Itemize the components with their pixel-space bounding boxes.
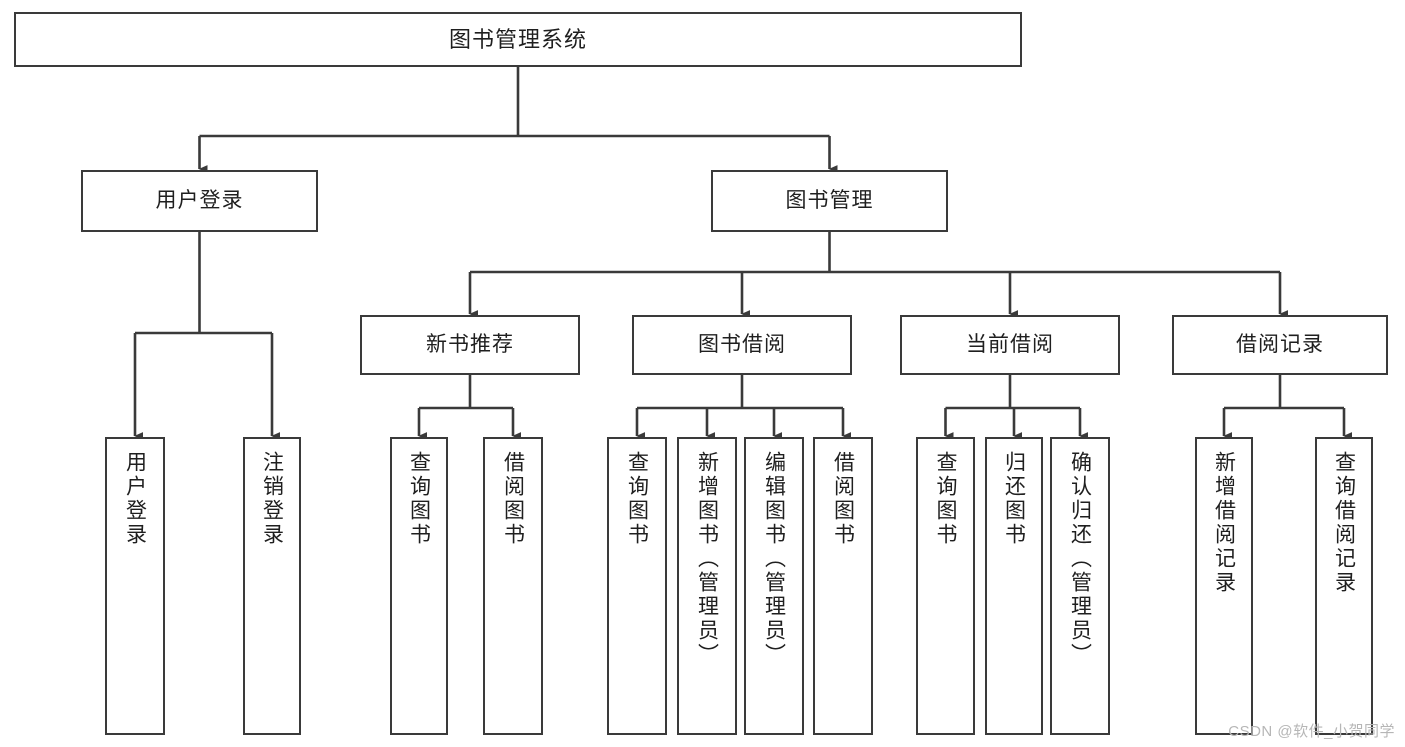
- node-label-root: 图书管理系统: [448, 26, 587, 52]
- connector-paths: [133, 67, 1353, 440]
- node-leaf-bb-query[interactable]: 查询图书: [607, 437, 667, 735]
- watermark-text: CSDN @软件_小贺同学: [1228, 723, 1395, 740]
- node-label-borrow-record: 借阅记录: [1236, 332, 1324, 356]
- node-leaf-rec-borrow[interactable]: 借阅图书: [483, 437, 543, 735]
- node-leaf-br-query[interactable]: 查询借阅记录: [1315, 437, 1373, 735]
- node-leaf-bb-borrow[interactable]: 借阅图书: [813, 437, 873, 735]
- node-label-leaf-user-logout: 注销登录: [260, 451, 284, 547]
- node-label-leaf-bb-edit: 编辑图书（管理员）: [762, 451, 786, 667]
- node-label-book-manage: 图书管理: [785, 188, 874, 212]
- node-leaf-bb-add[interactable]: 新增图书（管理员）: [677, 437, 737, 735]
- node-leaf-br-add[interactable]: 新增借阅记录: [1195, 437, 1253, 735]
- node-leaf-cb-confirm[interactable]: 确认归还（管理员）: [1050, 437, 1110, 735]
- node-leaf-cb-query[interactable]: 查询图书: [916, 437, 975, 735]
- node-label-leaf-br-add: 新增借阅记录: [1212, 451, 1236, 595]
- node-current-borrow[interactable]: 当前借阅: [900, 315, 1120, 375]
- node-borrow-record[interactable]: 借阅记录: [1172, 315, 1388, 375]
- node-new-book-rec[interactable]: 新书推荐: [360, 315, 580, 375]
- node-leaf-bb-edit[interactable]: 编辑图书（管理员）: [744, 437, 804, 735]
- node-label-leaf-bb-borrow: 借阅图书: [831, 451, 855, 547]
- node-leaf-user-logout[interactable]: 注销登录: [243, 437, 301, 735]
- node-leaf-rec-query[interactable]: 查询图书: [390, 437, 448, 735]
- node-book-manage[interactable]: 图书管理: [711, 170, 948, 232]
- node-label-leaf-bb-query: 查询图书: [625, 451, 649, 547]
- node-label-leaf-rec-query: 查询图书: [407, 451, 431, 547]
- node-leaf-user-login[interactable]: 用户登录: [105, 437, 165, 735]
- node-label-leaf-cb-return: 归还图书: [1002, 451, 1026, 547]
- node-label-leaf-rec-borrow: 借阅图书: [501, 451, 525, 547]
- node-label-user-login: 用户登录: [155, 188, 244, 212]
- node-book-borrow[interactable]: 图书借阅: [632, 315, 852, 375]
- node-label-leaf-cb-query: 查询图书: [934, 451, 957, 547]
- node-user-login[interactable]: 用户登录: [81, 170, 318, 232]
- node-label-leaf-user-login: 用户登录: [123, 451, 147, 547]
- node-leaf-cb-return[interactable]: 归还图书: [985, 437, 1043, 735]
- node-label-leaf-cb-confirm: 确认归还（管理员）: [1068, 451, 1092, 667]
- node-label-book-borrow: 图书借阅: [698, 332, 786, 356]
- node-label-new-book-rec: 新书推荐: [426, 332, 514, 356]
- node-root[interactable]: 图书管理系统: [14, 12, 1022, 67]
- node-label-current-borrow: 当前借阅: [966, 332, 1054, 356]
- node-label-leaf-bb-add: 新增图书（管理员）: [695, 451, 719, 667]
- node-label-leaf-br-query: 查询借阅记录: [1332, 451, 1356, 595]
